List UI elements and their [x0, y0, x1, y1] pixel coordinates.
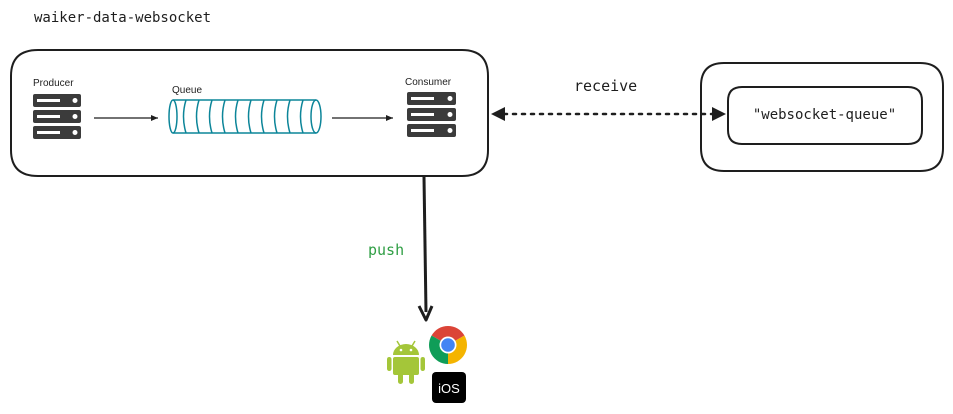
android-icon: [387, 340, 425, 384]
system-title: waiker-data-websocket: [34, 10, 212, 26]
chrome-icon: [429, 326, 467, 364]
queue-icon: [168, 99, 322, 134]
producer-label: Producer: [33, 78, 74, 89]
system-container: [10, 49, 489, 177]
receive-arrow: [491, 107, 726, 121]
consumer-server-icon: [407, 92, 456, 137]
websocket-queue-outer-box: [700, 62, 944, 172]
consumer-label: Consumer: [405, 77, 452, 88]
push-label: push: [368, 241, 405, 259]
ios-icon: [432, 372, 466, 403]
producer-server-icon: [33, 94, 81, 139]
websocket-queue-inner-box: [727, 86, 923, 145]
ios-label: iOS: [438, 381, 460, 396]
push-arrow: [417, 176, 434, 322]
queue-label: Queue: [172, 85, 203, 96]
receive-label: receive: [574, 77, 638, 95]
websocket-queue-label: "websocket-queue": [752, 107, 897, 123]
